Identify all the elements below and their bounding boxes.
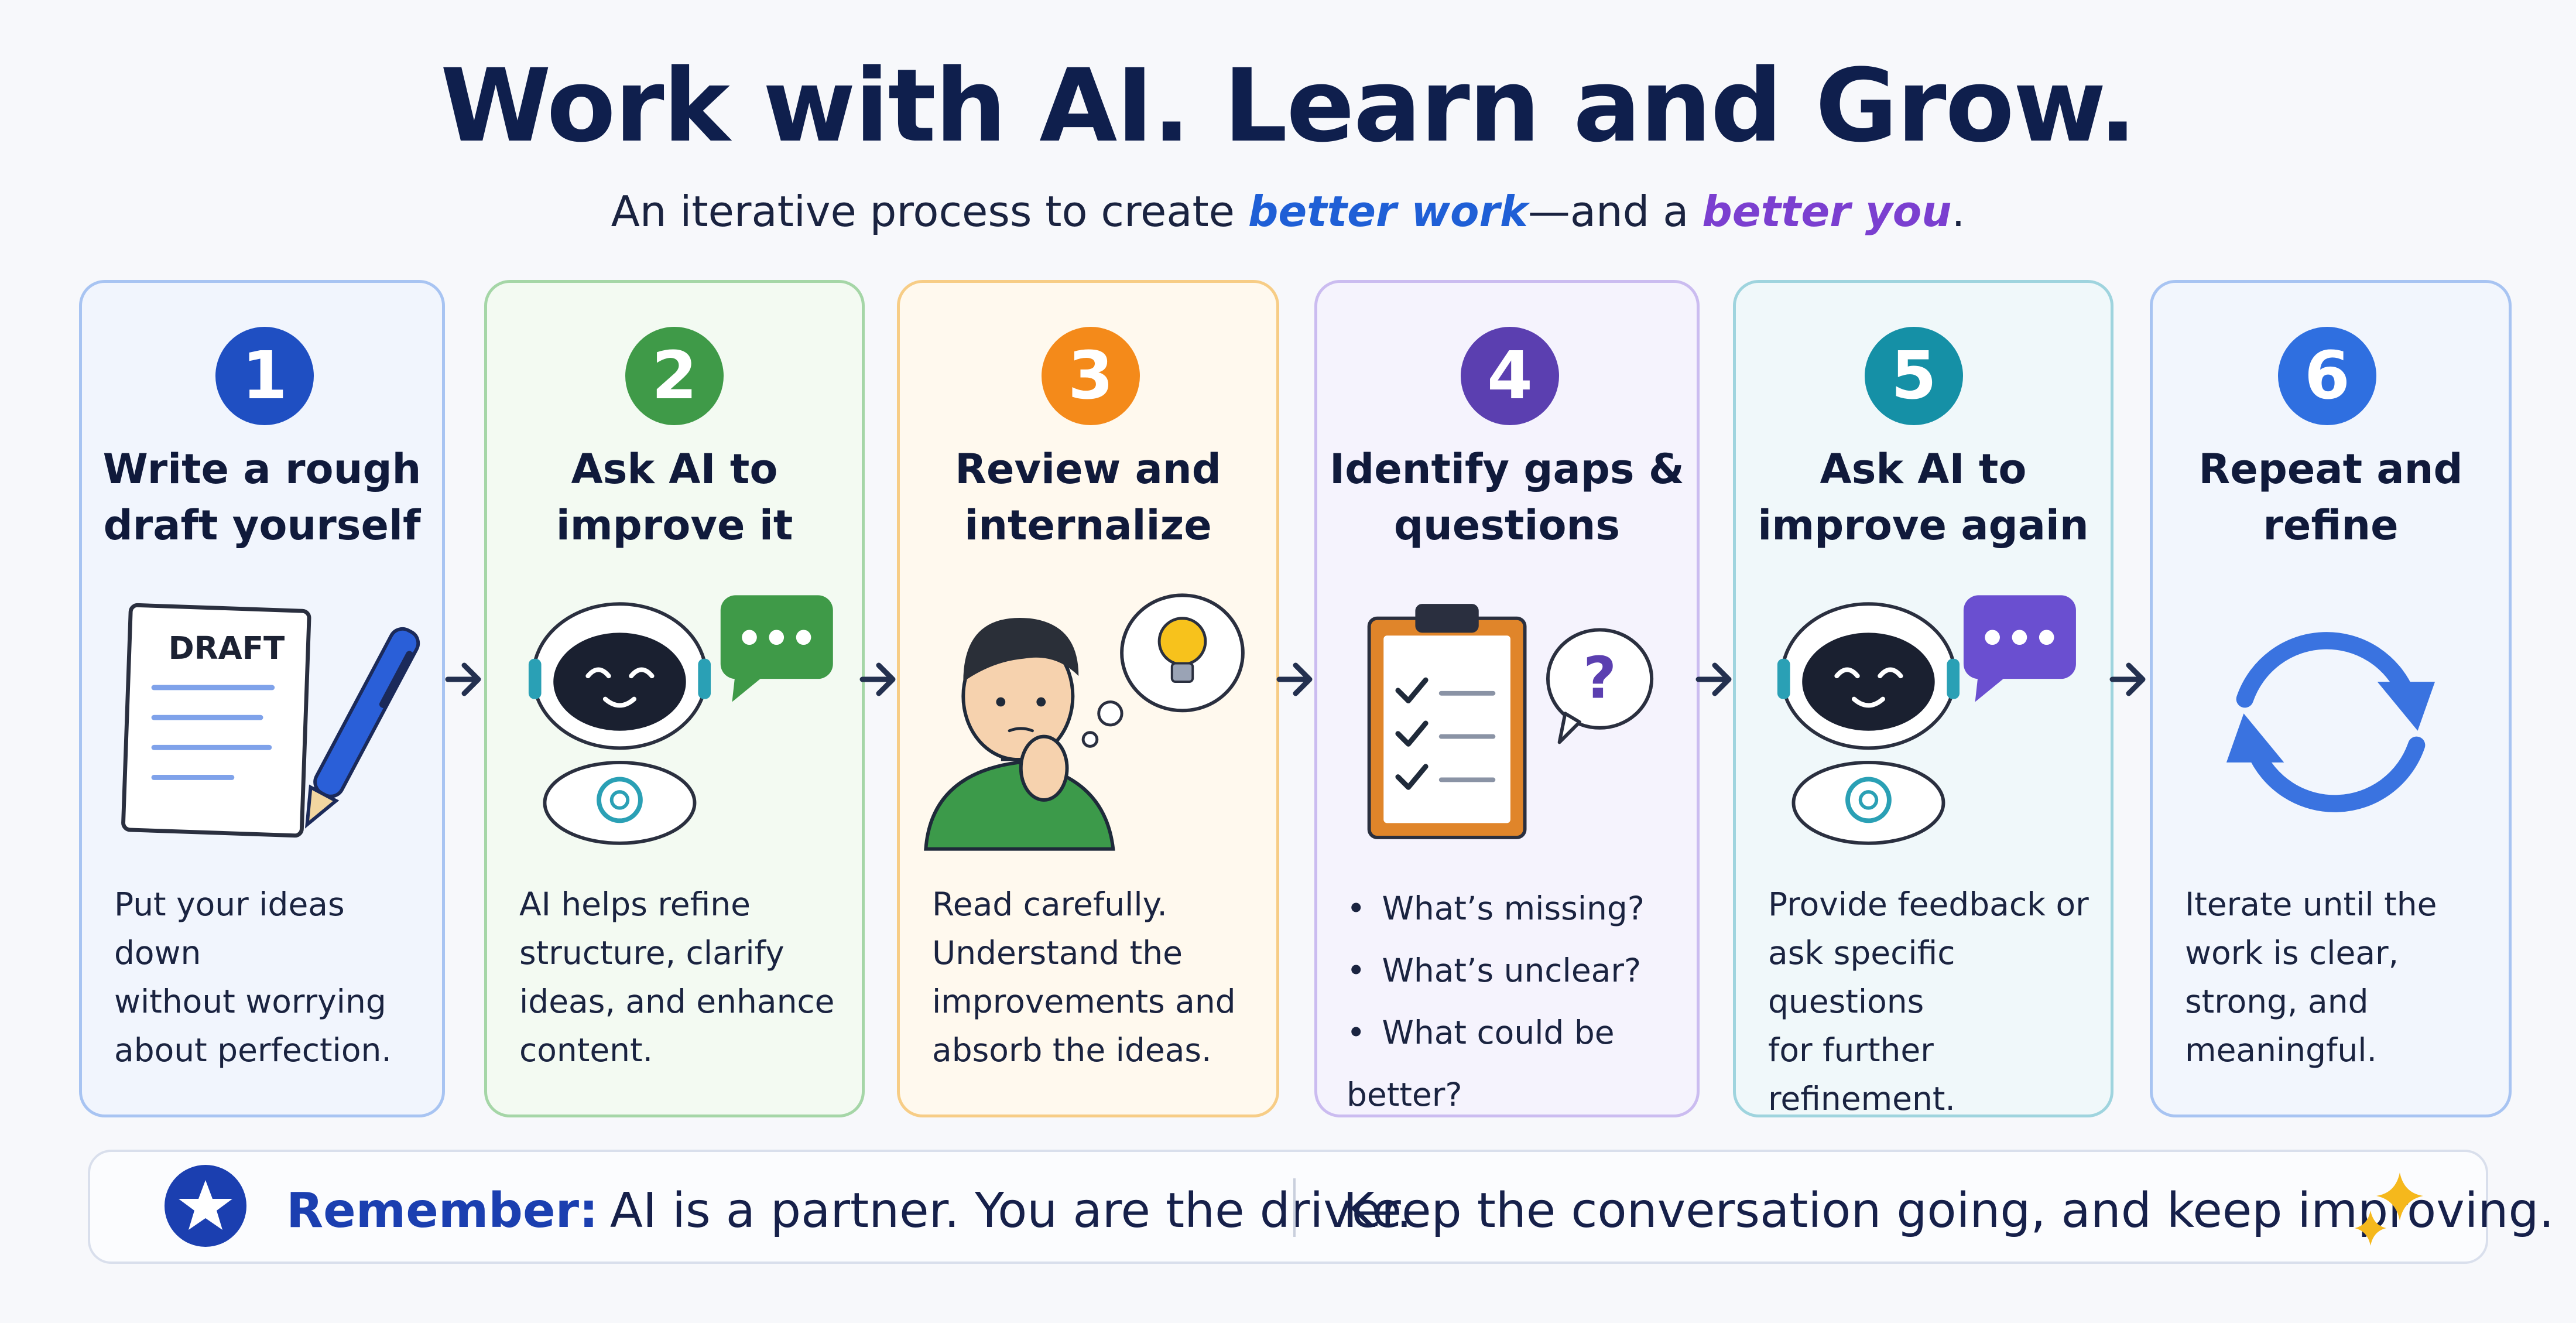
remember-text: Remember:AI is a partner. You are the dr… xyxy=(286,1183,1412,1239)
step-card-3: 3 Review and internalize Read carefully.… xyxy=(897,280,1279,1117)
divider xyxy=(1293,1178,1296,1237)
step-number-badge: 6 xyxy=(2278,327,2376,425)
remember-label: Remember: xyxy=(286,1183,598,1239)
remember-banner: Remember:AI is a partner. You are the dr… xyxy=(88,1150,2554,1264)
step-bullet-list: What’s missing? What’s unclear? What cou… xyxy=(1347,877,1685,1126)
step-description: Iterate until the work is clear, strong,… xyxy=(2185,886,2437,1069)
arrow-right-icon xyxy=(859,662,896,696)
pen-icon xyxy=(304,627,420,829)
lightbulb-icon xyxy=(1081,593,1245,748)
thinking-illustration xyxy=(924,593,1245,851)
refresh-illustration xyxy=(2226,632,2435,812)
step-description: AI helps refine structure, clarify ideas… xyxy=(519,886,835,1069)
chat-bubble-icon xyxy=(720,595,833,702)
step-title: Ask AI to improve again xyxy=(1758,445,2089,549)
step-number-badge: 5 xyxy=(1865,327,1963,425)
person-thinking-icon xyxy=(924,617,1115,851)
step-card-4: 4 Identify gaps & questions ? What’s mis… xyxy=(1314,280,1700,1117)
step-description: Read carefully. Understand the improveme… xyxy=(932,886,1236,1069)
draft-illustration: DRAFT xyxy=(121,603,420,838)
robot-illustration xyxy=(528,595,833,845)
step-title: Repeat and refine xyxy=(2198,445,2463,549)
arrow-right-icon xyxy=(2109,662,2146,696)
step-title: Write a rough draft yourself xyxy=(102,445,422,549)
clipboard-checklist-icon xyxy=(1367,604,1527,839)
step-description: Put your ideas down without worrying abo… xyxy=(114,886,392,1069)
step-card-1: 1 Write a rough draft yourself DRAFT Put… xyxy=(79,280,445,1117)
step-number-badge: 4 xyxy=(1461,327,1559,425)
step-title: Ask AI to improve it xyxy=(556,445,793,549)
subtitle-suffix: . xyxy=(1951,187,1965,236)
keep-improving-text: Keep the conversation going, and keep im… xyxy=(1343,1183,2554,1239)
page-title: Work with AI. Learn and Grow. xyxy=(440,47,2137,165)
document-icon: DRAFT xyxy=(121,603,311,838)
subtitle-middle: —and a xyxy=(1527,187,1703,236)
refresh-cycle-icon xyxy=(2236,632,2426,812)
step-number-badge: 2 xyxy=(625,327,724,425)
list-item: What’s missing? xyxy=(1347,877,1685,939)
list-item: What’s unclear? xyxy=(1347,939,1685,1001)
arrow-right-icon xyxy=(445,662,481,696)
star-icon xyxy=(165,1165,246,1247)
step-title: Review and internalize xyxy=(955,445,1221,549)
step-card-6: 6 Repeat and refine Iterate until the wo… xyxy=(2150,280,2512,1117)
robot-illustration xyxy=(1777,595,2076,845)
chat-bubble-icon xyxy=(1963,595,2076,702)
sparkle-icon xyxy=(2355,1172,2423,1246)
robot-icon xyxy=(528,602,711,845)
checklist-illustration: ? xyxy=(1367,604,1654,839)
page-subtitle: An iterative process to create better wo… xyxy=(0,190,2576,233)
svg-text:DRAFT: DRAFT xyxy=(169,630,285,666)
list-item: What could be better? xyxy=(1347,1001,1685,1126)
step-number-badge: 3 xyxy=(1042,327,1140,425)
subtitle-prefix: An iterative process to create xyxy=(611,187,1248,236)
step-card-2: 2 Ask AI to improve it AI helps refine s… xyxy=(484,280,865,1117)
svg-text:?: ? xyxy=(1583,645,1616,712)
question-bubble-icon: ? xyxy=(1546,628,1654,744)
step-title: Identify gaps & questions xyxy=(1330,445,1684,549)
arrow-right-icon xyxy=(1695,662,1732,696)
subtitle-highlight-purple: better you xyxy=(1702,187,1952,236)
step-card-5: 5 Ask AI to improve again Provide feedba… xyxy=(1733,280,2113,1117)
arrow-right-icon xyxy=(1276,662,1313,696)
robot-icon xyxy=(1777,602,1960,845)
step-description: Provide feedback or ask specific questio… xyxy=(1768,886,2089,1117)
step-number-badge: 1 xyxy=(215,327,314,425)
subtitle-highlight-blue: better work xyxy=(1248,187,1528,236)
